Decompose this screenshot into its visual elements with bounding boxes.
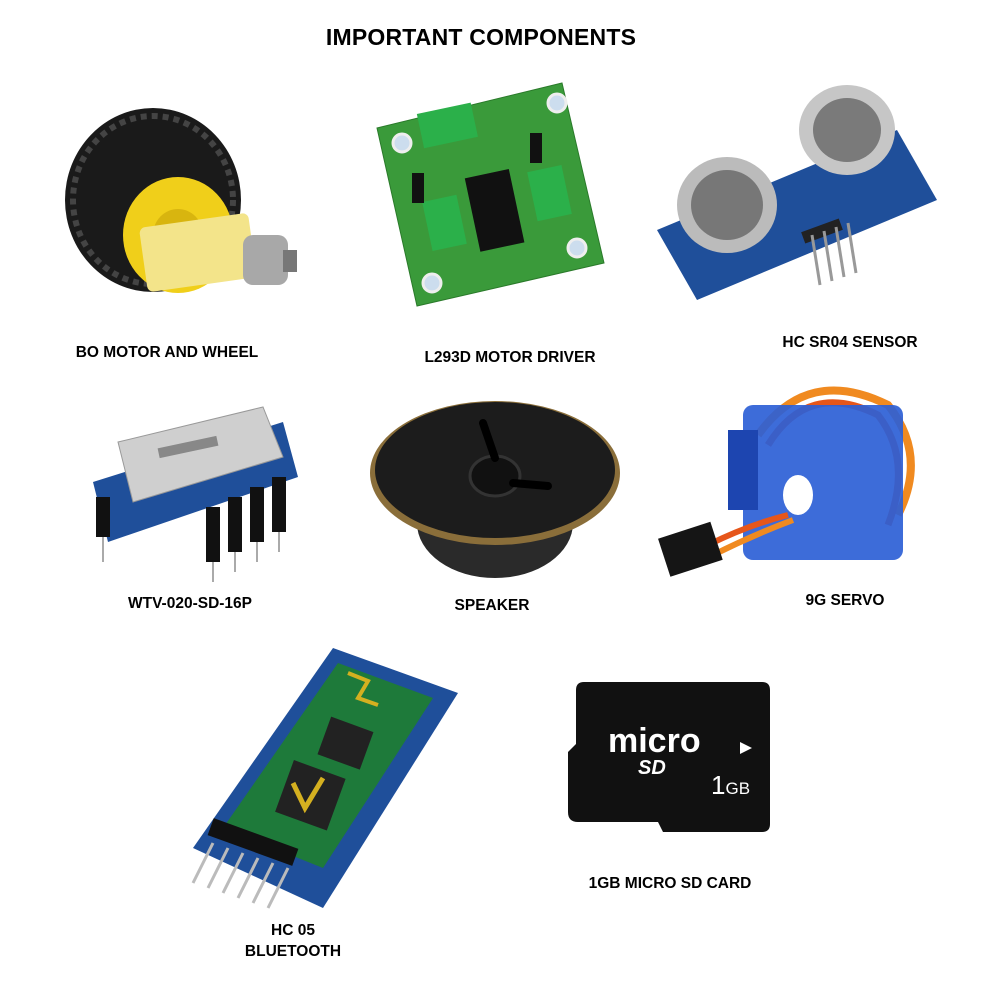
component-label: SPEAKER [454,597,530,614]
component-label-line1: HC 05 [271,922,315,939]
component-label: HC SR04 SENSOR [782,334,918,351]
component-label: BO MOTOR AND WHEEL [75,344,259,361]
card-capacity: 1GB [711,770,750,800]
svg-text:SD: SD [638,757,666,779]
component-label: L293D MOTOR DRIVER [424,349,596,366]
component-label: 1GB MICRO SD CARD [588,875,752,892]
speaker-image [370,401,620,578]
component-label-line2: BLUETOOTH [244,943,342,960]
micro-sd-card-image: micro SD 1GB [568,682,770,832]
servo-image [658,386,915,577]
component-label: WTV-020-SD-16P [127,595,253,612]
sound-module-image [93,406,298,582]
ultrasonic-sensor-image [657,85,937,300]
component-label: 9G SERVO [805,592,885,609]
bluetooth-module-image [191,648,458,909]
card-logo: micro [608,722,701,760]
bo-motor-wheel-image [65,108,297,293]
page-title: IMPORTANT COMPONENTS [325,24,637,50]
l293d-board-image [376,82,605,307]
